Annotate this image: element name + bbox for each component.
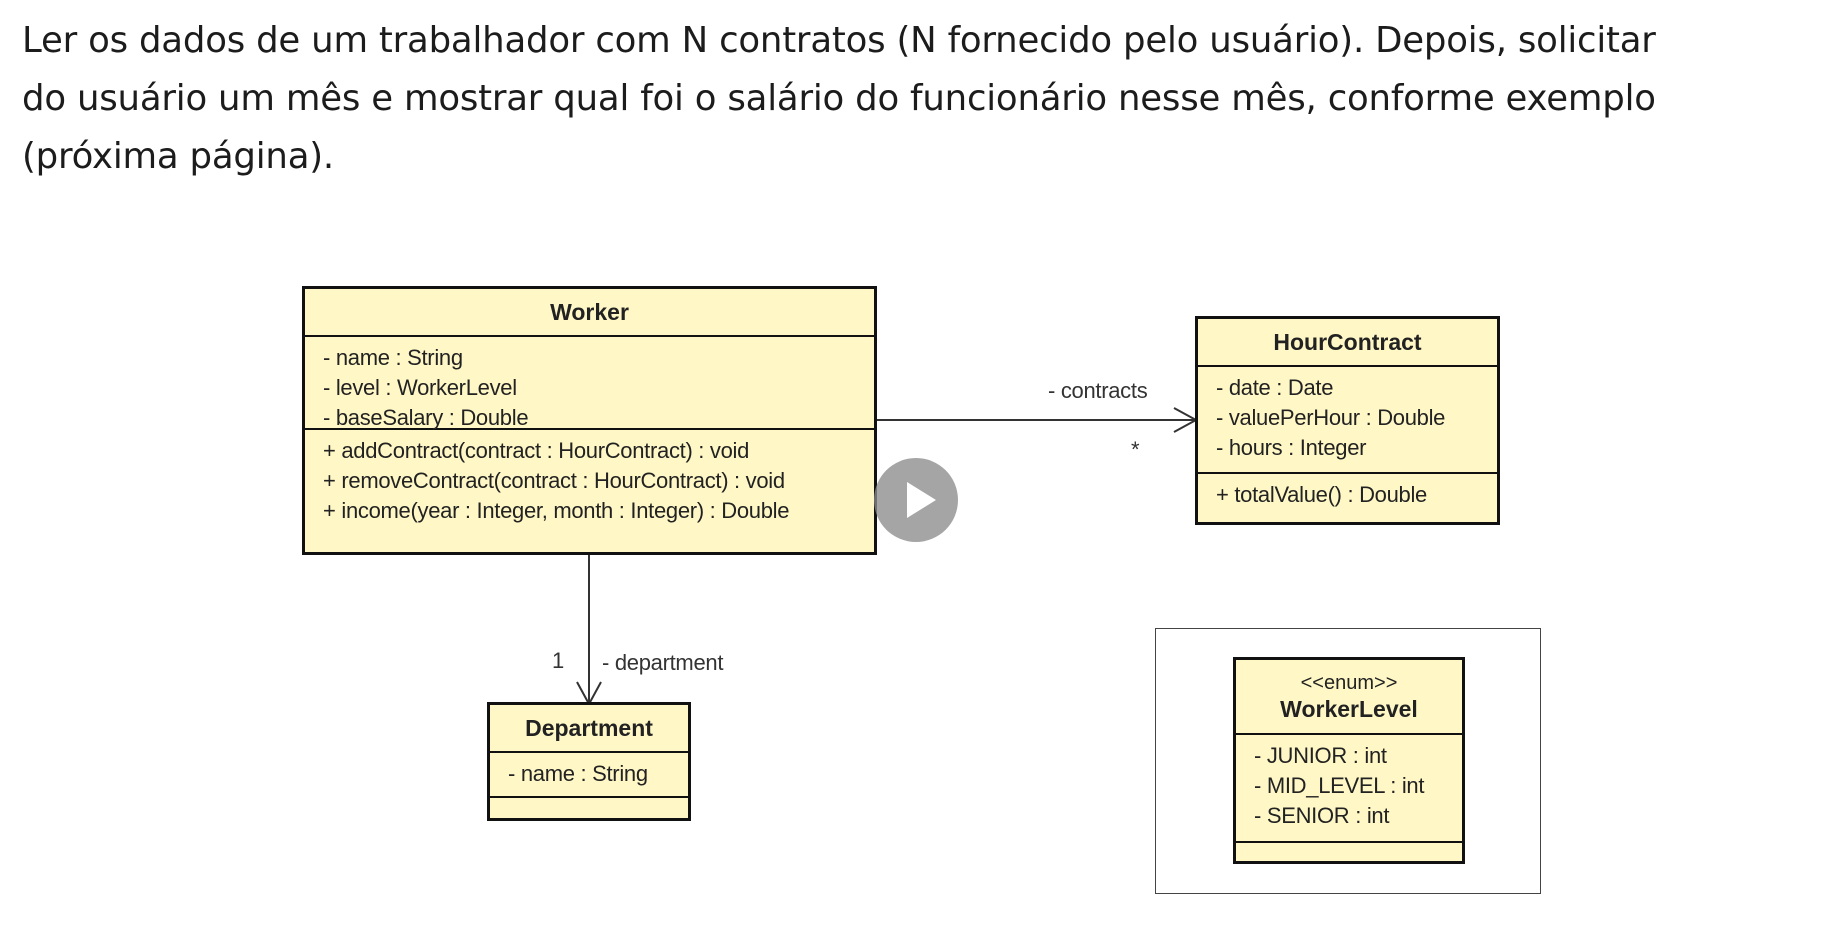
- hour-contract-attribute-hours: - hours : Integer: [1216, 435, 1367, 460]
- department-role-label: - department: [602, 650, 724, 675]
- hour-contract-attribute-value-per-hour: - valuePerHour : Double: [1216, 405, 1446, 430]
- department-class-header: Department: [490, 705, 688, 753]
- worker-class-header: Worker: [305, 289, 874, 337]
- statement-line-2: do usuário um mês e mostrar qual foi o s…: [22, 78, 1656, 119]
- worker-class-name: Worker: [550, 299, 629, 325]
- department-association: [576, 555, 602, 707]
- contracts-multiplicity-label: *: [1131, 437, 1140, 462]
- department-methods: [490, 798, 688, 804]
- statement-line-1: Ler os dados de um trabalhador com N con…: [22, 20, 1656, 61]
- worker-level-enum-header: <<enum>> WorkerLevel: [1236, 660, 1462, 735]
- worker-attribute-level: - level : WorkerLevel: [323, 375, 517, 400]
- worker-attribute-base-salary: - baseSalary : Double: [323, 405, 529, 430]
- worker-method-remove-contract: + removeContract(contract : HourContract…: [323, 468, 785, 493]
- contracts-role-label: - contracts: [1048, 378, 1148, 403]
- hour-contract-attributes: - date : Date - valuePerHour : Double - …: [1198, 367, 1497, 474]
- worker-level-enum-name: WorkerLevel: [1280, 695, 1418, 722]
- contracts-association: [876, 407, 1199, 433]
- worker-attribute-name: - name : String: [323, 345, 463, 370]
- hour-contract-method-total-value: + totalValue() : Double: [1216, 482, 1427, 507]
- worker-class: Worker - name : String - level : WorkerL…: [302, 286, 877, 555]
- worker-method-income: + income(year : Integer, month : Integer…: [323, 498, 790, 523]
- worker-level-value-senior: - SENIOR : int: [1254, 803, 1390, 828]
- worker-level-stereotype: <<enum>>: [1300, 671, 1398, 694]
- department-class: Department - name : String: [487, 702, 691, 821]
- play-icon: [907, 482, 936, 518]
- worker-level-value-junior: - JUNIOR : int: [1254, 743, 1387, 768]
- department-multiplicity-label: 1: [552, 648, 564, 673]
- worker-level-value-mid-level: - MID_LEVEL : int: [1254, 773, 1425, 798]
- worker-method-add-contract: + addContract(contract : HourContract) :…: [323, 438, 750, 463]
- statement-line-3: (próxima página).: [22, 136, 334, 177]
- hour-contract-class: HourContract - date : Date - valuePerHou…: [1195, 316, 1500, 525]
- department-attributes: - name : String: [490, 753, 688, 798]
- video-play-button[interactable]: [874, 458, 958, 542]
- department-attribute-name: - name : String: [508, 761, 648, 786]
- worker-level-enum: <<enum>> WorkerLevel - JUNIOR : int - MI…: [1233, 657, 1465, 864]
- worker-level-methods: [1236, 843, 1462, 849]
- problem-statement: Ler os dados de um trabalhador com N con…: [22, 12, 1812, 186]
- worker-level-values: - JUNIOR : int - MID_LEVEL : int - SENIO…: [1236, 735, 1462, 843]
- hour-contract-class-name: HourContract: [1273, 329, 1422, 355]
- hour-contract-class-header: HourContract: [1198, 319, 1497, 367]
- hour-contract-methods: + totalValue() : Double: [1198, 474, 1497, 510]
- worker-methods: + addContract(contract : HourContract) :…: [305, 430, 874, 526]
- worker-attributes: - name : String - level : WorkerLevel - …: [305, 337, 874, 430]
- hour-contract-attribute-date: - date : Date: [1216, 375, 1334, 400]
- department-class-name: Department: [525, 715, 653, 741]
